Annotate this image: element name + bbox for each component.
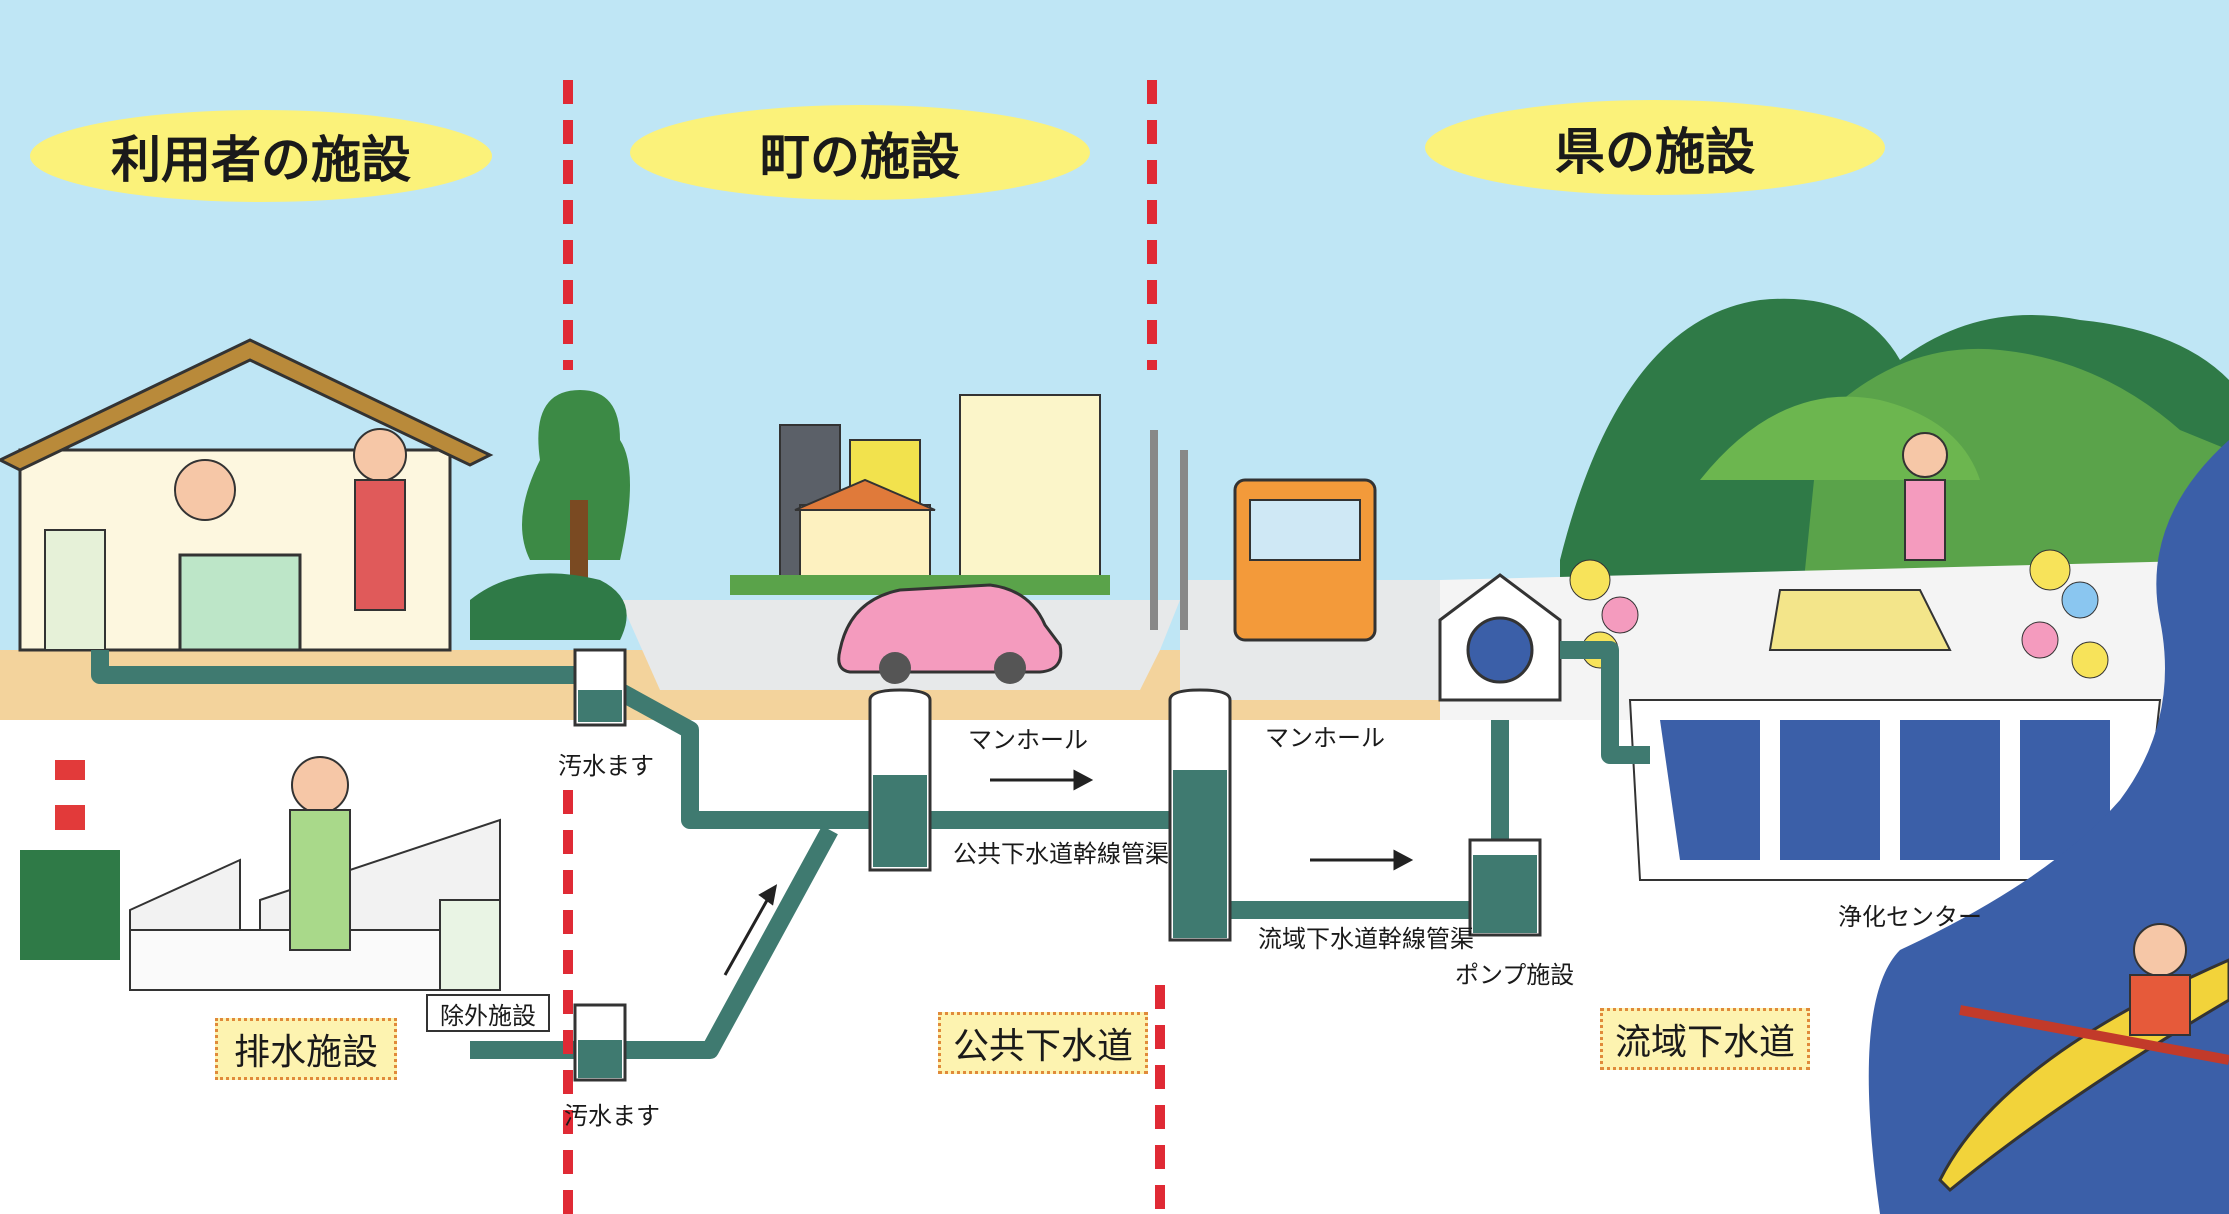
bus <box>1235 480 1375 640</box>
system-regional-sewer: 流域下水道 <box>1600 1008 1810 1070</box>
system-public-sewer: 公共下水道 <box>938 1012 1148 1074</box>
label-regional-trunk-pipe: 流域下水道幹線管渠 <box>1258 919 1474 954</box>
label-catch-basin-upper: 汚水ます <box>558 746 654 781</box>
label-public-trunk-pipe: 公共下水道幹線管渠 <box>953 834 1169 869</box>
zone-title-prefecture: 県の施設 <box>1425 100 1885 195</box>
label-manhole-1: マンホール <box>968 720 1088 755</box>
label-pump-facility: ポンプ施設 <box>1455 955 1574 990</box>
zone-title-user: 利用者の施設 <box>30 110 492 202</box>
label-treatment-center: 浄化センター <box>1838 897 1982 932</box>
system-drainage: 排水施設 <box>215 1018 397 1080</box>
label-manhole-2: マンホール <box>1265 718 1385 753</box>
zone-title-town: 町の施設 <box>630 105 1090 200</box>
car <box>839 585 1061 684</box>
label-catch-basin-lower: 汚水ます <box>564 1096 660 1131</box>
label-pretreatment: 除外施設 <box>426 994 550 1032</box>
